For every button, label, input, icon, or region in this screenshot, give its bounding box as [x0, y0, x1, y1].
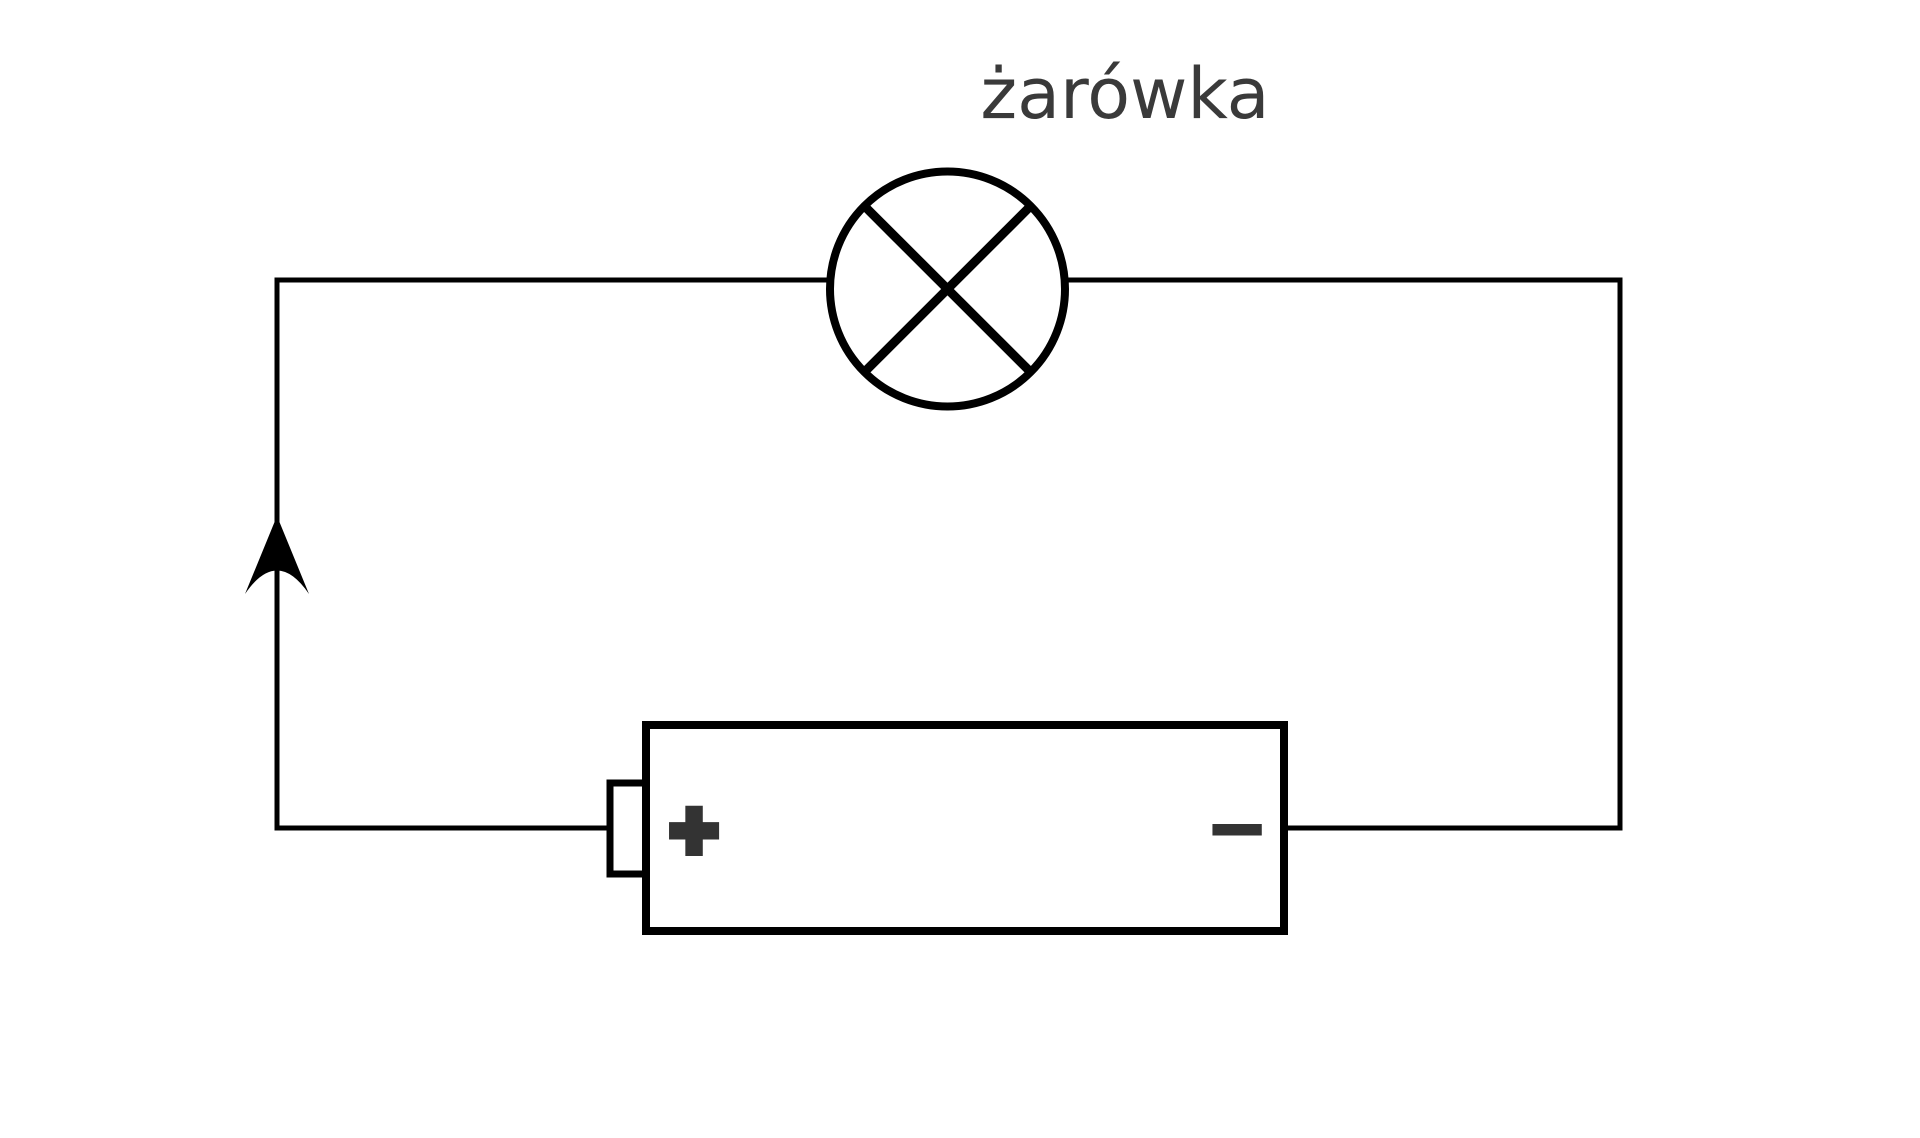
- lamp-cross-line: [861, 202, 1034, 376]
- lamp-label: żarówka: [980, 53, 1269, 135]
- circuit-wire-loop: [274, 277, 1623, 831]
- battery-terminal-nub: [606, 779, 650, 878]
- battery-negative-terminal-label: −: [1206, 785, 1268, 871]
- battery-positive-terminal-label: +: [667, 793, 721, 867]
- battery-body: [642, 721, 1288, 935]
- lamp-symbol-icon: [826, 167, 1069, 411]
- battery-symbol-icon: + −: [606, 721, 1288, 935]
- current-direction-arrow-icon: [245, 516, 309, 594]
